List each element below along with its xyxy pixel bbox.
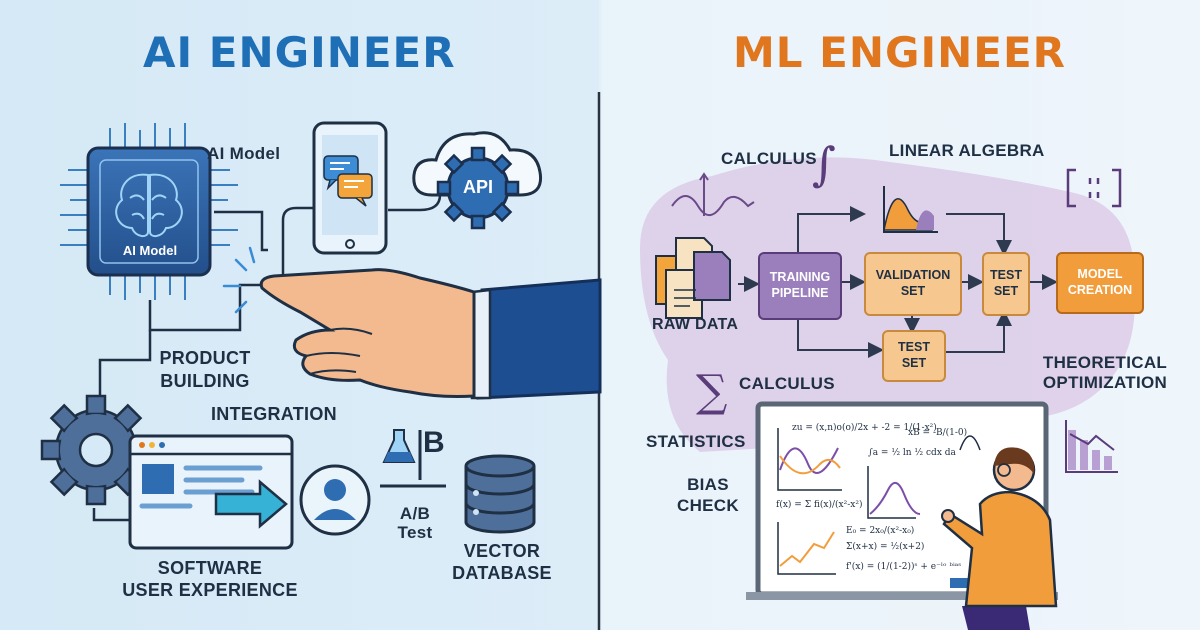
validation-set-box: VALIDATION SET bbox=[864, 252, 962, 316]
vector-database-icon bbox=[464, 454, 536, 534]
statistics-label: STATISTICS bbox=[646, 432, 746, 451]
ml-engineer-title: ML ENGINEER bbox=[733, 28, 1066, 77]
ai-model-label: AI Model bbox=[207, 144, 281, 163]
board-equation-2: ∫a = ½ ln ½ cdx da bbox=[868, 448, 956, 458]
board-equation-6: f'(x) = (1/(1-2))ˢ + e⁻ˡᵒ ᵇⁱᵃˢ bbox=[846, 562, 962, 572]
ab-test-label: A/B Test bbox=[397, 504, 433, 542]
ab-glyph: B bbox=[423, 426, 445, 459]
ai-model-chip-label: AI Model bbox=[122, 243, 178, 258]
api-cloud-icon bbox=[412, 131, 543, 230]
sigma-symbol-icon: ∑ bbox=[696, 366, 727, 417]
bias-check-label: BIAS CHECK bbox=[677, 475, 739, 516]
teacher-person-icon bbox=[941, 447, 1058, 630]
circuit-wires bbox=[92, 194, 442, 522]
api-label: API bbox=[462, 177, 493, 197]
product-building-label: PRODUCT BUILDING bbox=[159, 348, 251, 391]
linear-algebra-label: LINEAR ALGEBRA bbox=[889, 141, 1045, 160]
vector-database-label: VECTOR DATABASE bbox=[452, 541, 552, 583]
integration-label: INTEGRATION bbox=[211, 404, 337, 424]
ai-engineer-title: AI ENGINEER bbox=[143, 28, 456, 77]
browser-window-icon bbox=[128, 434, 294, 550]
board-equation-7: xB = -B/(1-0) bbox=[908, 428, 968, 438]
integral-symbol-icon: ∫ bbox=[812, 137, 836, 191]
raw-data-label: RAW DATA bbox=[652, 316, 739, 333]
software-ux-label: SOFTWARE USER EXPERIENCE bbox=[122, 558, 298, 600]
ai-model-chip-icon bbox=[60, 123, 238, 300]
pointing-hand-icon bbox=[222, 246, 602, 400]
training-pipeline-box: TRAINING PIPELINE bbox=[758, 252, 842, 320]
test-set-box-right: TEST SET bbox=[982, 252, 1030, 316]
board-equation-1: zu = (x,n)o(o)/2x + -2 = 1/(1-x²) bbox=[792, 423, 937, 433]
smartphone-icon bbox=[312, 121, 388, 255]
model-creation-box: MODEL CREATION bbox=[1056, 252, 1144, 314]
calculus-top-label: CALCULUS bbox=[721, 149, 817, 168]
distribution-chart-icon bbox=[883, 186, 938, 233]
raw-data-documents-icon bbox=[655, 237, 731, 319]
theoretical-optimization-label: THEORETICAL OPTIMIZATION bbox=[1042, 353, 1168, 393]
user-avatar-icon bbox=[299, 464, 371, 536]
test-set-box-below: TEST SET bbox=[882, 330, 946, 382]
wave-plot-icon bbox=[671, 172, 755, 216]
settings-gear-icon bbox=[40, 394, 152, 506]
board-equation-3: f(x) = Σ fi(x)/(x²-x²) bbox=[776, 500, 863, 510]
ab-test-icon bbox=[380, 429, 446, 488]
board-equation-5: Σ(x+x) = ½(x+2) bbox=[846, 542, 925, 552]
matrix-bracket-icon bbox=[1066, 168, 1122, 208]
board-equation-4: E₀ = 2x₀/(x²-x₀) bbox=[846, 526, 915, 536]
calculus-bottom-label: CALCULUS bbox=[739, 374, 835, 393]
bar-trend-icon bbox=[1065, 420, 1118, 473]
